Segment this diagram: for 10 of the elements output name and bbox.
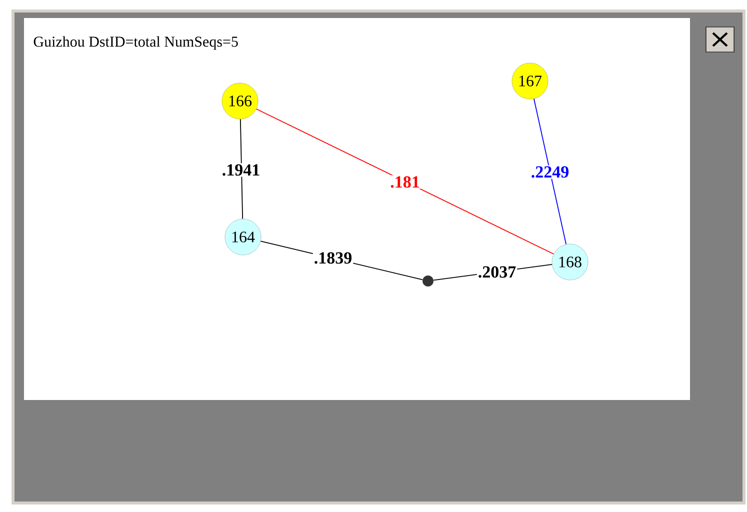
- edge-line: [533, 98, 567, 245]
- edge-label: .2037: [476, 265, 518, 279]
- edge-label: .181: [389, 175, 421, 189]
- junction-dot: [422, 276, 434, 286]
- edge-label: .1941: [220, 163, 262, 177]
- title: Guizhou DstID=total NumSeqs=5: [34, 36, 238, 50]
- edge-line: [256, 108, 554, 254]
- edge-label: .1839: [312, 251, 354, 265]
- edge-line: [240, 118, 244, 220]
- edge-label: .2249: [530, 165, 570, 179]
